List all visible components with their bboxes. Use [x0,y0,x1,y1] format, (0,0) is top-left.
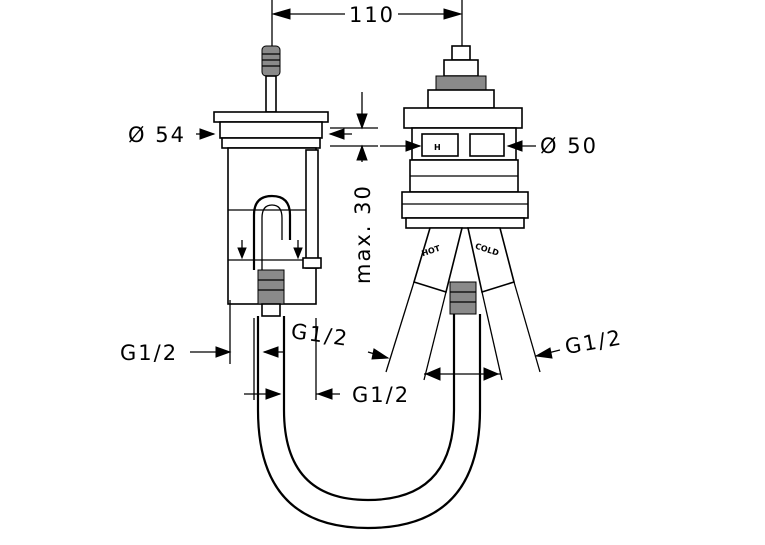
connecting-hose [256,314,482,530]
thread-left-outer: G1/2 [120,300,232,365]
thread-right: G1/2 [385,281,624,381]
thread-left-outer-label: G1/2 [120,341,178,365]
dimension-dia-54-label: Ø 54 [128,123,186,147]
dimension-dia-50: Ø 50 [380,134,598,158]
dimension-dia-50-label: Ø 50 [540,134,598,158]
dimension-max-30-label: max. 30 [351,184,375,284]
thread-hose-end: G1/2 [244,318,410,407]
thread-left-inner: G1/2 [262,319,390,360]
dimension-110-label: 110 [349,3,395,27]
left-valve-body [213,45,329,317]
thread-hose-end-label: G1/2 [352,383,410,407]
right-valve-body: H HOT COLD [401,45,529,315]
thread-right-label: G1/2 [563,325,624,359]
thread-left-inner-label: G1/2 [290,319,351,351]
dimension-max-30: max. 30 [330,92,378,284]
dimension-dia-54: Ø 54 [128,123,352,147]
dimension-110: 110 [271,0,463,108]
hot-marker-top: H [434,143,441,152]
